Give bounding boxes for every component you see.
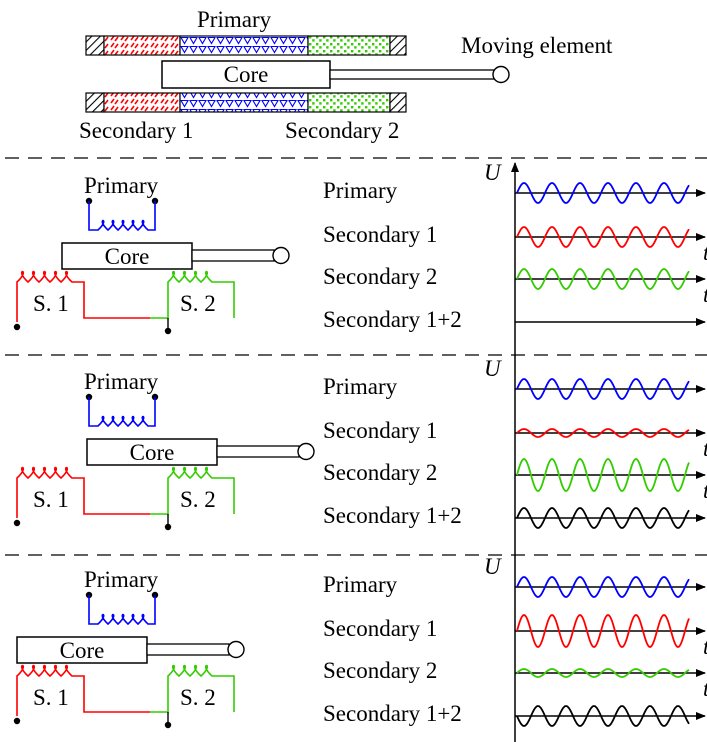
top-cross-section: Primary Core Moving element Secondary 1 …	[79, 7, 613, 143]
primary-coil	[88, 201, 156, 232]
wave-label-primary: Primary	[323, 178, 398, 203]
u-axis-label: U	[484, 356, 502, 381]
panel-rod	[216, 445, 300, 458]
top-secondary1-label: Secondary 1	[79, 118, 193, 143]
wave-label-secondary2: Secondary 2	[323, 658, 437, 683]
bottom-secondary2-winding	[307, 92, 391, 113]
top-primary-winding	[179, 35, 309, 56]
panel-rod	[191, 249, 275, 262]
waveform-sum	[516, 507, 690, 529]
top-secondary1-winding	[103, 35, 181, 56]
waveform-primary	[516, 182, 690, 204]
top-end-cap-left	[85, 35, 105, 56]
panel-s2-label: S. 2	[180, 487, 216, 512]
bottom-end-cap-right	[389, 92, 407, 113]
s1-terminal	[13, 519, 21, 527]
waveform-secondary2	[516, 268, 690, 290]
top-rod	[329, 69, 495, 80]
moving-element-label: Moving element	[461, 33, 613, 58]
s1-terminal	[13, 717, 21, 725]
secondary1-coil	[16, 664, 150, 716]
secondary2-coil	[150, 270, 235, 319]
panel-core-label: Core	[105, 244, 150, 269]
primary-coil	[88, 397, 156, 428]
panel-rod	[146, 643, 230, 656]
top-secondary2-winding	[307, 35, 391, 56]
wave-label-secondary1: Secondary 1	[323, 616, 437, 641]
waveform-sum	[516, 705, 690, 727]
bottom-secondary1-winding	[103, 92, 181, 113]
panel-s1-label: S. 1	[33, 487, 69, 512]
top-primary-label: Primary	[197, 7, 272, 32]
s1-terminal	[13, 323, 21, 331]
panel-primary-label: Primary	[84, 567, 159, 592]
panel-core	[16, 636, 148, 664]
wave-label-sum: Secondary 1+2	[323, 701, 462, 726]
secondary2-coil	[150, 664, 235, 713]
secondary2-coil	[150, 466, 235, 515]
s2-terminal	[164, 523, 172, 531]
panel-s2-label: S. 2	[180, 291, 216, 316]
waveform-secondary2	[516, 668, 690, 678]
waveform-secondary1	[516, 614, 690, 648]
wave-label-primary: Primary	[323, 374, 398, 399]
u-axis-label: U	[484, 160, 502, 185]
wave-label-sum: Secondary 1+2	[323, 307, 462, 332]
bottom-primary-winding	[179, 92, 309, 113]
panel-s2-label: S. 2	[180, 685, 216, 710]
top-end-cap-right	[389, 35, 407, 56]
panel-core-label: Core	[130, 440, 175, 465]
wave-label-sum: Secondary 1+2	[323, 503, 462, 528]
wave-label-secondary1: Secondary 1	[323, 222, 437, 247]
panel-core	[86, 438, 218, 466]
time-axis-label: t	[703, 240, 707, 265]
waveform-primary	[516, 378, 690, 400]
time-axis-label: t	[703, 436, 707, 461]
panel-core	[61, 242, 193, 270]
primary-coil	[88, 595, 156, 626]
secondary1-coil	[16, 466, 150, 518]
top-rod-knob	[492, 65, 510, 84]
s2-terminal	[164, 327, 172, 335]
panel-rod-knob	[227, 640, 245, 659]
wave-label-secondary1: Secondary 1	[323, 418, 437, 443]
top-secondary2-label: Secondary 2	[285, 118, 399, 143]
waveform-secondary2	[516, 458, 690, 492]
panel-s1-label: S. 1	[33, 291, 69, 316]
panel-primary-label: Primary	[84, 369, 159, 394]
wave-label-secondary2: Secondary 2	[323, 264, 437, 289]
panel-rod-knob	[297, 442, 315, 461]
waveform-secondary1	[516, 226, 690, 248]
panel-core-label: Core	[60, 638, 105, 663]
bottom-end-cap-left	[85, 92, 105, 113]
s2-terminal	[164, 721, 172, 729]
u-axis-label: U	[484, 554, 502, 579]
panel-rod-knob	[272, 246, 290, 265]
top-core	[161, 60, 331, 89]
time-axis-label: t	[703, 282, 707, 307]
secondary1-coil	[16, 270, 150, 322]
panel-s1-label: S. 1	[33, 685, 69, 710]
panel-primary-label: Primary	[84, 173, 159, 198]
top-core-label: Core	[224, 62, 269, 87]
time-axis-label: t	[703, 634, 707, 659]
wave-label-primary: Primary	[323, 572, 398, 597]
wave-label-secondary2: Secondary 2	[323, 460, 437, 485]
time-axis-label: t	[703, 478, 707, 503]
waveform-primary	[516, 576, 690, 598]
time-axis-label: t	[703, 676, 707, 701]
waveform-secondary1	[516, 428, 690, 438]
